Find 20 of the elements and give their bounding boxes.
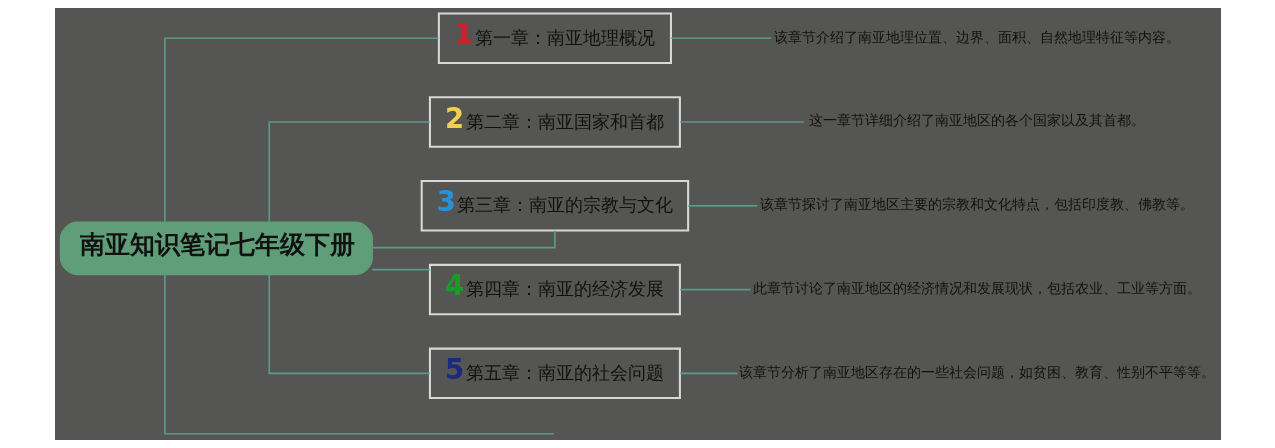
- node-box: 3第三章：南亚的宗教与文化: [420, 180, 689, 232]
- node-text: 该章节介绍了南亚地理位置、边界、面积、自然地理特征等内容。: [773, 28, 1180, 45]
- connector: [669, 37, 772, 40]
- connector: [687, 204, 758, 207]
- node-box: 5 第五章：南亚的社会问题: [428, 347, 681, 400]
- connector: [370, 268, 431, 271]
- node-text: 这一章节详细介绍了南亚地区的各个国家以及其首都。: [808, 112, 1145, 129]
- connector: [678, 288, 751, 291]
- connector: [678, 372, 738, 375]
- node-box: 2 第二章：南亚国家和首都: [428, 96, 681, 148]
- connector: [267, 121, 430, 224]
- node-text: 此章节讨论了南亚地区的经济情况和发展现状，包括农业、工业等方面。: [752, 280, 1201, 297]
- node-box: 南亚知识笔记七年级下册: [59, 221, 373, 276]
- connector: [678, 121, 805, 123]
- connector: [163, 37, 439, 223]
- node-text: 该章节探讨了南亚地区主要的宗教和文化特点，包括印度教、佛教等。: [759, 196, 1194, 213]
- node-text: 该章节分析了南亚地区存在的一些社会问题，如贫困、教育、性别不平等等。: [738, 363, 1215, 380]
- connector: [267, 274, 430, 375]
- node-box: 4第四章：南亚的经济发展: [428, 263, 681, 316]
- connector: [163, 273, 555, 435]
